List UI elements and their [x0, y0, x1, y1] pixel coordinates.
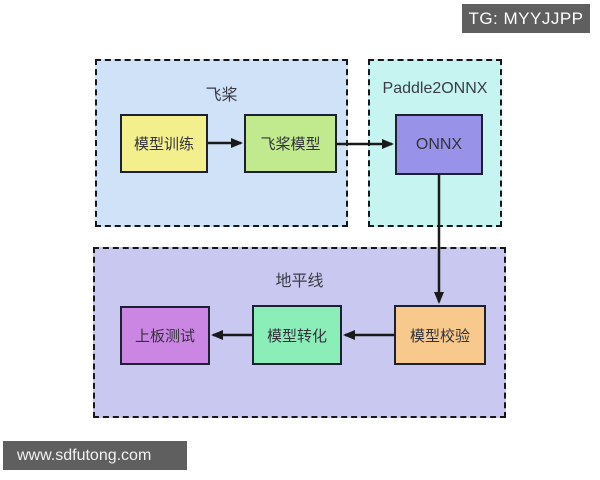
group-paddle-label: 飞桨 — [205, 87, 238, 104]
group-horizon-label: 地平线 — [275, 273, 324, 290]
node-board-test: 上板测试 — [120, 306, 210, 365]
telegram-badge: TG: MYYJJPP — [462, 4, 590, 33]
node-model-check: 模型校验 — [394, 305, 486, 365]
node-model-train: 模型训练 — [120, 114, 208, 173]
watermark-url: www.sdfutong.com — [3, 441, 187, 470]
group-paddle2onnx-label: Paddle2ONNX — [382, 80, 488, 97]
node-paddle-model: 飞桨模型 — [244, 114, 337, 173]
node-onnx: ONNX — [395, 114, 483, 175]
node-model-convert: 模型转化 — [252, 305, 342, 365]
